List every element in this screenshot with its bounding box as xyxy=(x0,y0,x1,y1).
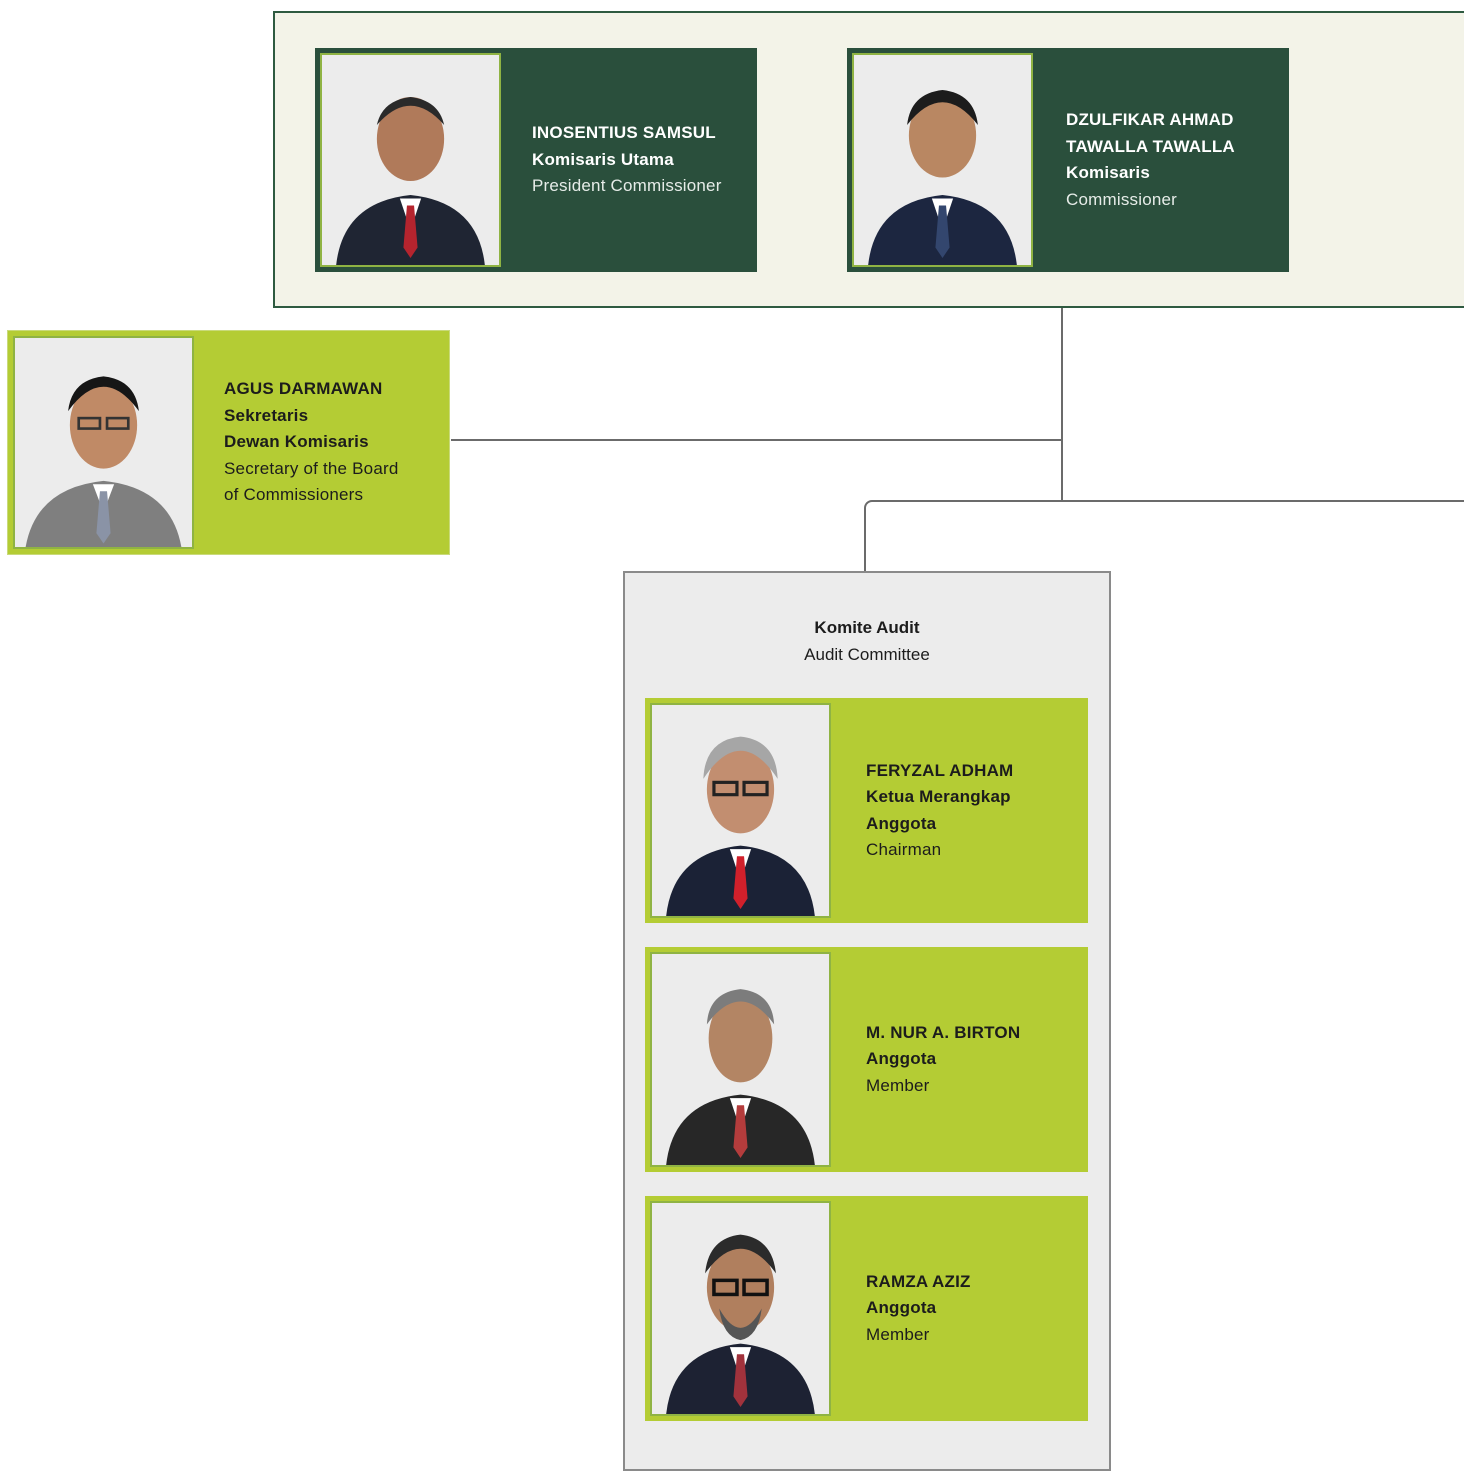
member-title-en: Secretary of the Board of Commissioners xyxy=(224,458,399,505)
member-name: M. NUR A. BIRTON xyxy=(866,1022,1021,1042)
connector-corner xyxy=(864,500,874,510)
board-member-card[interactable]: INOSENTIUS SAMSUL Komisaris Utama Presid… xyxy=(315,48,757,272)
committee-title-en: Audit Committee xyxy=(804,645,930,664)
audit-member-info: FERYZAL ADHAM Ketua Merangkap Anggota Ch… xyxy=(836,698,1026,923)
secretary-card[interactable]: AGUS DARMAWAN Sekretaris Dewan Komisaris… xyxy=(7,330,450,555)
member-name: DZULFIKAR AHMAD TAWALLA TAWALLA xyxy=(1066,110,1235,156)
person-portrait-icon xyxy=(320,53,501,267)
member-name: INOSENTIUS SAMSUL xyxy=(532,123,716,143)
connector-secretary xyxy=(451,439,1063,441)
board-member-info: DZULFIKAR AHMAD TAWALLA TAWALLA Komisari… xyxy=(1038,48,1256,272)
member-name: AGUS DARMAWAN xyxy=(224,379,383,399)
audit-member-info: M. NUR A. BIRTON Anggota Member xyxy=(836,947,1020,1172)
member-title-id: Komisaris Utama xyxy=(532,149,674,169)
audit-member-card[interactable]: FERYZAL ADHAM Ketua Merangkap Anggota Ch… xyxy=(645,698,1088,923)
audit-member-card[interactable]: M. NUR A. BIRTON Anggota Member xyxy=(645,947,1088,1172)
connector-committees xyxy=(872,500,1464,502)
person-portrait-icon xyxy=(13,336,194,549)
audit-member-card[interactable]: RAMZA AZIZ Anggota Member xyxy=(645,1196,1088,1421)
connector-audit xyxy=(864,508,866,572)
member-title-en: Chairman xyxy=(866,840,942,859)
member-title-en: President Commissioner xyxy=(532,176,722,196)
board-member-card[interactable]: DZULFIKAR AHMAD TAWALLA TAWALLA Komisari… xyxy=(847,48,1289,272)
connector-vertical-main xyxy=(1061,308,1063,501)
board-member-info: INOSENTIUS SAMSUL Komisaris Utama Presid… xyxy=(506,48,722,272)
person-portrait-icon xyxy=(852,53,1033,267)
member-title-id: Anggota xyxy=(866,1049,937,1069)
member-title-en: Commissioner xyxy=(1066,189,1178,209)
member-title-id: Sekretaris xyxy=(224,405,309,425)
secretary-info: AGUS DARMAWAN Sekretaris Dewan Komisaris… xyxy=(199,331,414,554)
person-portrait-icon xyxy=(650,1201,831,1416)
member-name: RAMZA AZIZ xyxy=(866,1271,971,1291)
member-title-id: Dewan Komisaris xyxy=(224,432,369,452)
member-title-id: Anggota xyxy=(866,1298,937,1318)
member-name: FERYZAL ADHAM xyxy=(866,760,1014,780)
committee-title-id: Komite Audit xyxy=(814,618,920,637)
audit-committee-title: Komite Audit Audit Committee xyxy=(638,614,1096,668)
audit-member-info: RAMZA AZIZ Anggota Member xyxy=(836,1196,971,1421)
member-title-id: Ketua Merangkap Anggota xyxy=(866,787,1011,833)
member-title-id: Komisaris xyxy=(1066,163,1151,182)
member-title-en: Member xyxy=(866,1075,930,1095)
person-portrait-icon xyxy=(650,703,831,918)
member-title-en: Member xyxy=(866,1324,930,1344)
person-portrait-icon xyxy=(650,952,831,1167)
